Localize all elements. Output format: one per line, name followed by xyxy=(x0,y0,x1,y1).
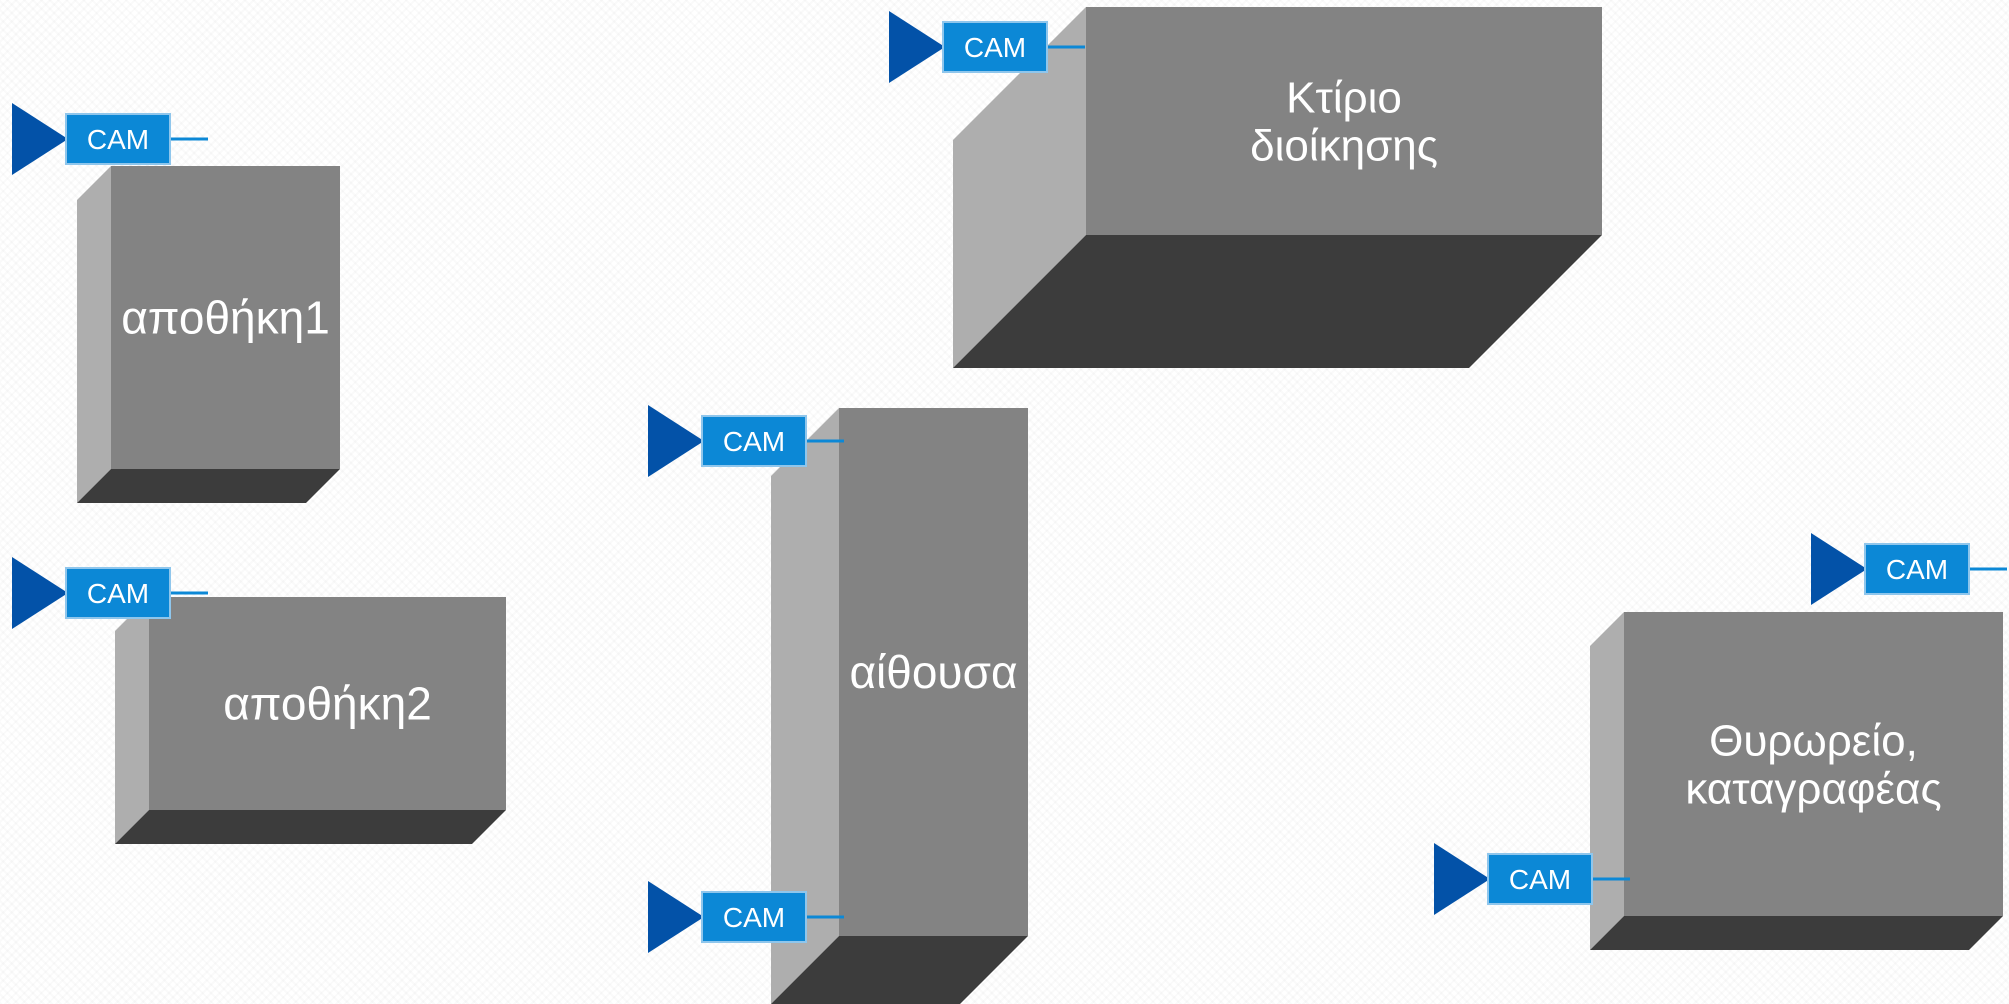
camera-cam-gatehouse-bottom: CAM xyxy=(1434,843,1630,915)
building-label: αποθήκη1 xyxy=(121,292,330,344)
building-bottom-face xyxy=(115,810,506,844)
cameras-layer: CAM CAM CAM CAM CAM CAM CAM xyxy=(12,11,2007,953)
camera-lens-icon xyxy=(12,557,68,629)
building-label-line: καταγραφέας xyxy=(1685,764,1941,813)
building-label-line: αποθήκη2 xyxy=(223,678,432,730)
camera-label: CAM xyxy=(964,32,1026,63)
camera-lens-icon xyxy=(648,881,704,953)
building-bottom-face xyxy=(77,469,340,503)
building-label-line: αίθουσα xyxy=(849,646,1017,698)
camera-label: CAM xyxy=(87,578,149,609)
building-warehouse-2: αποθήκη2 xyxy=(115,597,506,844)
camera-body-icon xyxy=(65,567,171,619)
building-bottom-face xyxy=(953,235,1602,368)
camera-cam-hall-bottom: CAM xyxy=(648,881,844,953)
building-side-face xyxy=(77,166,111,503)
building-label-line: αποθήκη1 xyxy=(121,292,330,344)
building-front-face xyxy=(111,166,340,469)
building-front-face xyxy=(149,597,506,810)
building-side-face xyxy=(115,597,149,844)
building-front-face xyxy=(1086,7,1602,235)
building-gatehouse-recorder: Θυρωρείο,καταγραφέας xyxy=(1590,612,2003,950)
camera-label: CAM xyxy=(723,902,785,933)
building-label-line: Θυρωρείο, xyxy=(1709,716,1918,765)
camera-body-icon xyxy=(1487,853,1593,905)
camera-lens-icon xyxy=(1811,533,1867,605)
camera-label: CAM xyxy=(723,426,785,457)
building-bottom-face xyxy=(1590,916,2003,950)
building-label: αποθήκη2 xyxy=(223,678,432,730)
building-label-line: Κτίριο xyxy=(1286,73,1402,122)
camera-cam-admin: CAM xyxy=(889,11,1085,83)
camera-label: CAM xyxy=(1886,554,1948,585)
camera-lens-icon xyxy=(12,103,68,175)
camera-body-icon xyxy=(701,891,807,943)
camera-lens-icon xyxy=(648,405,704,477)
camera-body-icon xyxy=(65,113,171,165)
camera-body-icon xyxy=(701,415,807,467)
building-warehouse-1: αποθήκη1 xyxy=(77,166,340,503)
camera-cam-warehouse-2: CAM xyxy=(12,557,208,629)
camera-lens-icon xyxy=(1434,843,1490,915)
building-side-face xyxy=(953,7,1086,368)
building-side-face xyxy=(771,408,839,1004)
building-label: αίθουσα xyxy=(849,646,1017,698)
building-side-face xyxy=(1590,612,1624,950)
building-front-face xyxy=(1624,612,2003,916)
building-front-face xyxy=(839,408,1028,936)
camera-cam-warehouse-1: CAM xyxy=(12,103,208,175)
camera-label: CAM xyxy=(1509,864,1571,895)
camera-cam-hall-top: CAM xyxy=(648,405,844,477)
camera-lens-icon xyxy=(889,11,945,83)
camera-label: CAM xyxy=(87,124,149,155)
building-hall: αίθουσα xyxy=(771,408,1028,1004)
camera-body-icon xyxy=(942,21,1048,73)
building-label-line: διοίκησης xyxy=(1250,121,1438,170)
camera-body-icon xyxy=(1864,543,1970,595)
building-bottom-face xyxy=(771,936,1028,1004)
building-label: Θυρωρείο,καταγραφέας xyxy=(1685,716,1941,813)
camera-cam-gatehouse-top: CAM xyxy=(1811,533,2007,605)
